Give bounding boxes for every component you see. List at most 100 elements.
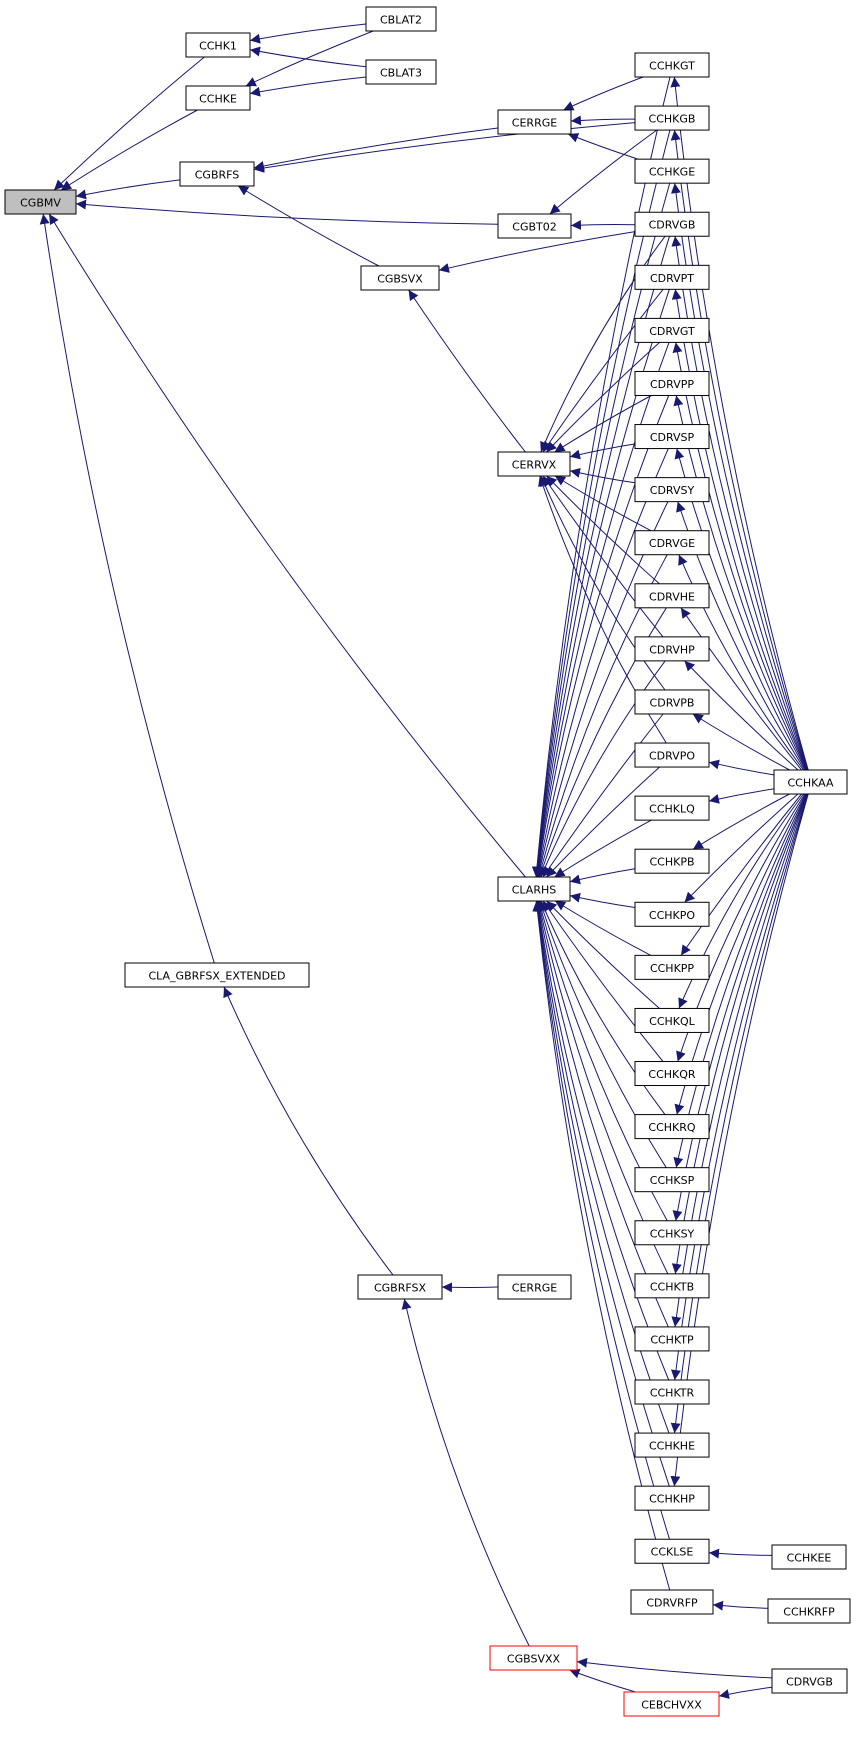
node-cchkaa[interactable]: CCHKAA [773, 769, 848, 795]
node-cdrvpo[interactable]: CDRVPO [634, 742, 710, 768]
node-cchke[interactable]: CCHKE [185, 85, 251, 111]
node-cchksy[interactable]: CCHKSY [634, 1220, 710, 1246]
node-ccklse[interactable]: CCKLSE [634, 1538, 710, 1564]
node-label: CCHKLQ [649, 803, 695, 816]
node-cblat2[interactable]: CBLAT2 [365, 6, 437, 32]
node-cchksp[interactable]: CCHKSP [634, 1167, 710, 1193]
node-box [634, 1485, 710, 1511]
node-cgbrfs[interactable]: CGBRFS [179, 161, 255, 187]
node-box [767, 1598, 851, 1624]
edge-cdrvsp-to-clarhs [534, 448, 669, 878]
node-box [634, 1379, 710, 1405]
edge-cchkaa-to-cdrvge [678, 554, 804, 771]
node-cchkpo[interactable]: CCHKPO [634, 901, 710, 927]
node-cchkpb[interactable]: CCHKPB [634, 848, 710, 874]
edge-cchkgt-to-cerrge1 [563, 76, 644, 111]
node-cdrvsp[interactable]: CDRVSP [634, 424, 710, 450]
node-cchkge[interactable]: CCHKGE [634, 158, 710, 184]
node-cerrge1[interactable]: CERRGE [497, 109, 572, 135]
node-box [634, 158, 710, 184]
node-box [360, 265, 440, 291]
node-cchklq[interactable]: CCHKLQ [634, 795, 710, 821]
node-box [365, 59, 437, 85]
node-cchkql[interactable]: CCHKQL [634, 1007, 710, 1033]
node-cdrvhp[interactable]: CDRVHP [634, 636, 710, 662]
edge-cdrvgt-to-clarhs [533, 342, 670, 878]
node-box [634, 1220, 710, 1246]
node-box [634, 477, 710, 503]
node-cchkgt[interactable]: CCHKGT [634, 52, 710, 78]
node-box [4, 189, 77, 215]
node-cdrvhe[interactable]: CDRVHE [634, 583, 710, 609]
node-cchkrfp[interactable]: CCHKRFP [767, 1598, 851, 1624]
edge-cchkpo-to-clarhs [569, 892, 636, 908]
node-cgbsvx[interactable]: CGBSVX [360, 265, 440, 291]
node-label: CCHKRFP [783, 1606, 835, 1619]
node-box [634, 105, 710, 131]
node-clarhs[interactable]: CLARHS [497, 876, 571, 902]
node-label: CDRVHE [649, 590, 695, 603]
node-cchkee[interactable]: CCHKEE [771, 1544, 847, 1570]
node-box [634, 901, 710, 927]
node-box [771, 1544, 847, 1570]
node-cgbsvxx[interactable]: CGBSVXX [489, 1645, 578, 1671]
node-cchkhe[interactable]: CCHKHE [634, 1432, 710, 1458]
node-label: CCHKHP [649, 1493, 695, 1506]
node-cchkrq[interactable]: CCHKRQ [634, 1114, 710, 1140]
node-label: CDRVGE [649, 537, 695, 550]
node-label: CCHKQR [648, 1068, 696, 1081]
node-cerrge2[interactable]: CERRGE [497, 1274, 572, 1300]
node-cerrvx[interactable]: CERRVX [497, 451, 571, 477]
edge-cchkaa-to-cchklq [708, 788, 775, 804]
node-cdrvpb[interactable]: CDRVPB [634, 689, 710, 715]
node-label: CCHKTB [650, 1280, 694, 1293]
node-box [634, 1167, 710, 1193]
node-cdrvpp[interactable]: CDRVPP [634, 370, 710, 396]
node-cdrvgb1[interactable]: CDRVGB [634, 211, 710, 237]
edge-cchkhe-to-clarhs [533, 900, 670, 1434]
edge-cdrvhe-to-cerrvx [546, 475, 660, 585]
edge-cdrvgb1-to-cerrvx [540, 235, 666, 453]
node-cchktb[interactable]: CCHKTB [634, 1273, 710, 1299]
node-box [634, 1326, 710, 1352]
node-box [634, 848, 710, 874]
node-cdrvsy[interactable]: CDRVSY [634, 477, 710, 503]
node-cchk1[interactable]: CCHK1 [185, 32, 251, 58]
node-label: CCHKSP [650, 1174, 695, 1187]
node-box [634, 1114, 710, 1140]
edge-cchklq-to-clarhs [554, 819, 652, 878]
edge-cchkaa-to-cdrvpo [708, 759, 775, 776]
edge-cchkql-to-clarhs [546, 900, 660, 1009]
edge-cchkaa-to-cdrvhe [680, 607, 802, 771]
node-cchktp[interactable]: CCHKTP [634, 1326, 710, 1352]
node-cchkpp[interactable]: CCHKPP [634, 954, 710, 980]
node-box [634, 1432, 710, 1458]
node-label: CCHKTP [650, 1333, 694, 1346]
node-box [497, 1274, 572, 1300]
node-box [634, 52, 710, 78]
node-cdrvgb2[interactable]: CDRVGB [771, 1668, 848, 1694]
edge-cdrvgb1-to-cgbt02 [570, 220, 636, 231]
edge-cchk1-to-cgbmv [53, 56, 205, 191]
node-cebchvxx[interactable]: CEBCHVXX [623, 1691, 720, 1717]
node-cgbrfsx[interactable]: CGBRFSX [357, 1274, 443, 1300]
node-cchkqr[interactable]: CCHKQR [634, 1061, 710, 1087]
node-cdrvpt[interactable]: CDRVPT [634, 264, 710, 290]
node-label: CDRVGB [649, 219, 696, 232]
node-cblat3[interactable]: CBLAT3 [365, 59, 437, 85]
node-box [773, 769, 848, 795]
node-cdrvrfp[interactable]: CDRVRFP [630, 1589, 714, 1615]
edge-cchkrfp-to-cdrvrfp [712, 1600, 769, 1611]
node-box [634, 583, 710, 609]
node-box [634, 264, 710, 290]
node-cchkgb[interactable]: CCHKGB [634, 105, 710, 131]
node-cchktr[interactable]: CCHKTR [634, 1379, 710, 1405]
edge-cdrvsy-to-cerrvx [569, 467, 636, 484]
node-cdrvgt[interactable]: CDRVGT [634, 317, 710, 343]
edge-cchkee-to-ccklse [708, 1548, 773, 1559]
node-cchkhp[interactable]: CCHKHP [634, 1485, 710, 1511]
node-cla-gbrfsx-extended[interactable]: CLA_GBRFSX_EXTENDED [124, 962, 310, 988]
node-cgbmv[interactable]: CGBMV [4, 189, 77, 215]
node-cgbt02[interactable]: CGBT02 [497, 213, 572, 239]
node-cdrvge[interactable]: CDRVGE [634, 530, 710, 556]
